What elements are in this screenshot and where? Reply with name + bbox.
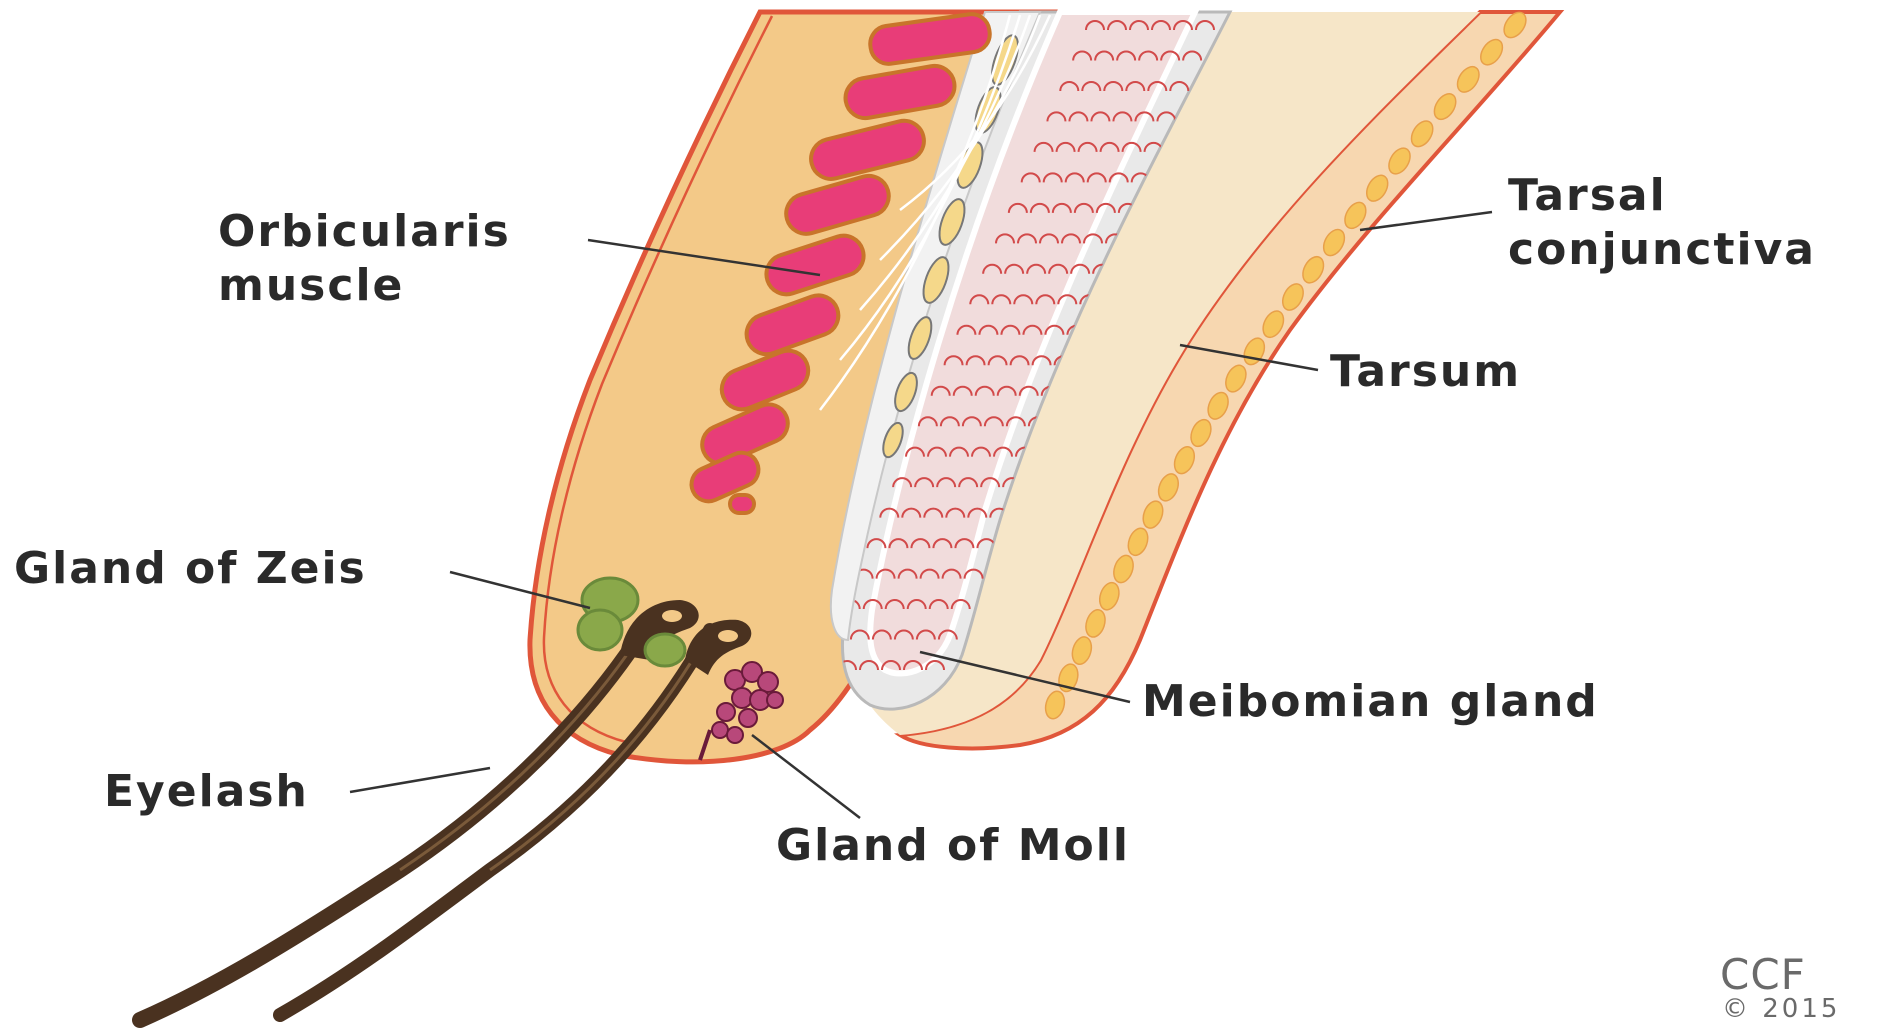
label-meibomian-gland: Meibomian gland (1142, 678, 1599, 726)
label-gland-of-zeis: Gland of Zeis (14, 545, 367, 593)
label-tarsal-line1: Tarsal (1508, 172, 1667, 220)
label-gland-of-moll: Gland of Moll (776, 822, 1130, 870)
label-tarsal-line2: conjunctiva (1508, 226, 1816, 274)
copyright-text: © 2015 (1722, 994, 1840, 1024)
leader-eyelash (350, 768, 490, 792)
label-eyelash: Eyelash (104, 768, 309, 816)
leader-gland-of-moll (752, 735, 860, 818)
label-orbicularis-line2: muscle (218, 262, 404, 310)
ccf-logo: CCF (1720, 950, 1806, 999)
label-tarsum: Tarsum (1330, 348, 1521, 396)
label-orbicularis-line1: Orbicularis (218, 208, 511, 256)
